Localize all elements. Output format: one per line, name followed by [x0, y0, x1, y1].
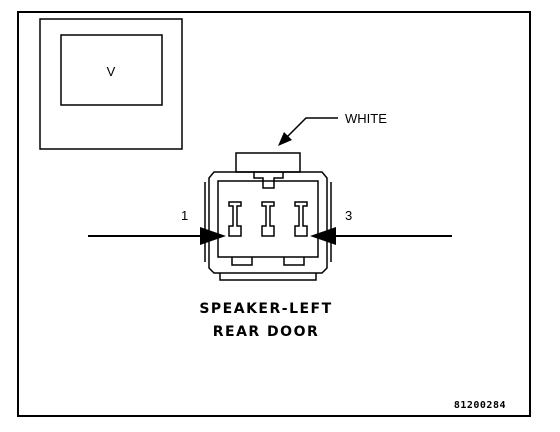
- figure-code: 81200284: [454, 400, 506, 411]
- connector-inner-frame: [217, 180, 319, 258]
- cavity-3: [294, 201, 308, 237]
- connector-housing: [208, 171, 328, 274]
- pin-3-arrowhead: [310, 227, 336, 245]
- callout-leader-line: [285, 117, 338, 139]
- color-callout: WHITE: [278, 111, 387, 146]
- connector-title-line1: SPEAKER-LEFT: [199, 301, 332, 317]
- inset-inner-box: [60, 34, 163, 106]
- outer-border: [17, 11, 531, 417]
- pin-3-wire: 3: [310, 208, 452, 245]
- connector: [204, 152, 332, 281]
- pin-1-label: 1: [181, 208, 188, 223]
- connector-bottom-rail: [219, 273, 317, 281]
- pin-1-wire: 1: [88, 208, 226, 245]
- cavity-1: [228, 201, 242, 237]
- callout-arrowhead: [278, 132, 292, 146]
- inset-outer-box: [39, 18, 183, 150]
- connector-latch: [235, 152, 301, 173]
- connector-bottom-notches: [231, 257, 305, 266]
- inset-label: V: [107, 64, 116, 79]
- cavity-2: [261, 201, 275, 237]
- pin-3-label: 3: [345, 208, 352, 223]
- inset-view: V: [39, 18, 183, 150]
- pin-1-arrowhead: [200, 227, 226, 245]
- connector-key: [253, 172, 284, 189]
- connector-color-label: WHITE: [345, 111, 387, 126]
- connector-title-line2: REAR DOOR: [213, 324, 320, 340]
